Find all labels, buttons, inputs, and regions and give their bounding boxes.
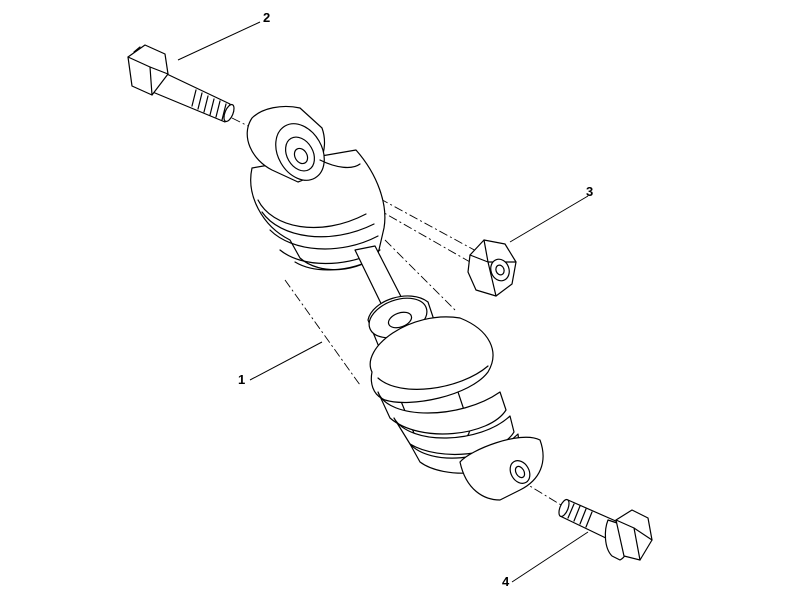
- nut-part: [467, 239, 517, 297]
- callout-1-label: 2: [263, 10, 270, 25]
- upper-bolt-part: [127, 44, 235, 123]
- callout-3-label: 3: [586, 184, 593, 199]
- lower-bolt-part: [558, 498, 653, 561]
- leader-lines: [177, 21, 589, 583]
- shock-absorber-part: [246, 105, 544, 501]
- callout-4-label: 4: [502, 574, 510, 589]
- callout-0-label: 1: [238, 372, 245, 387]
